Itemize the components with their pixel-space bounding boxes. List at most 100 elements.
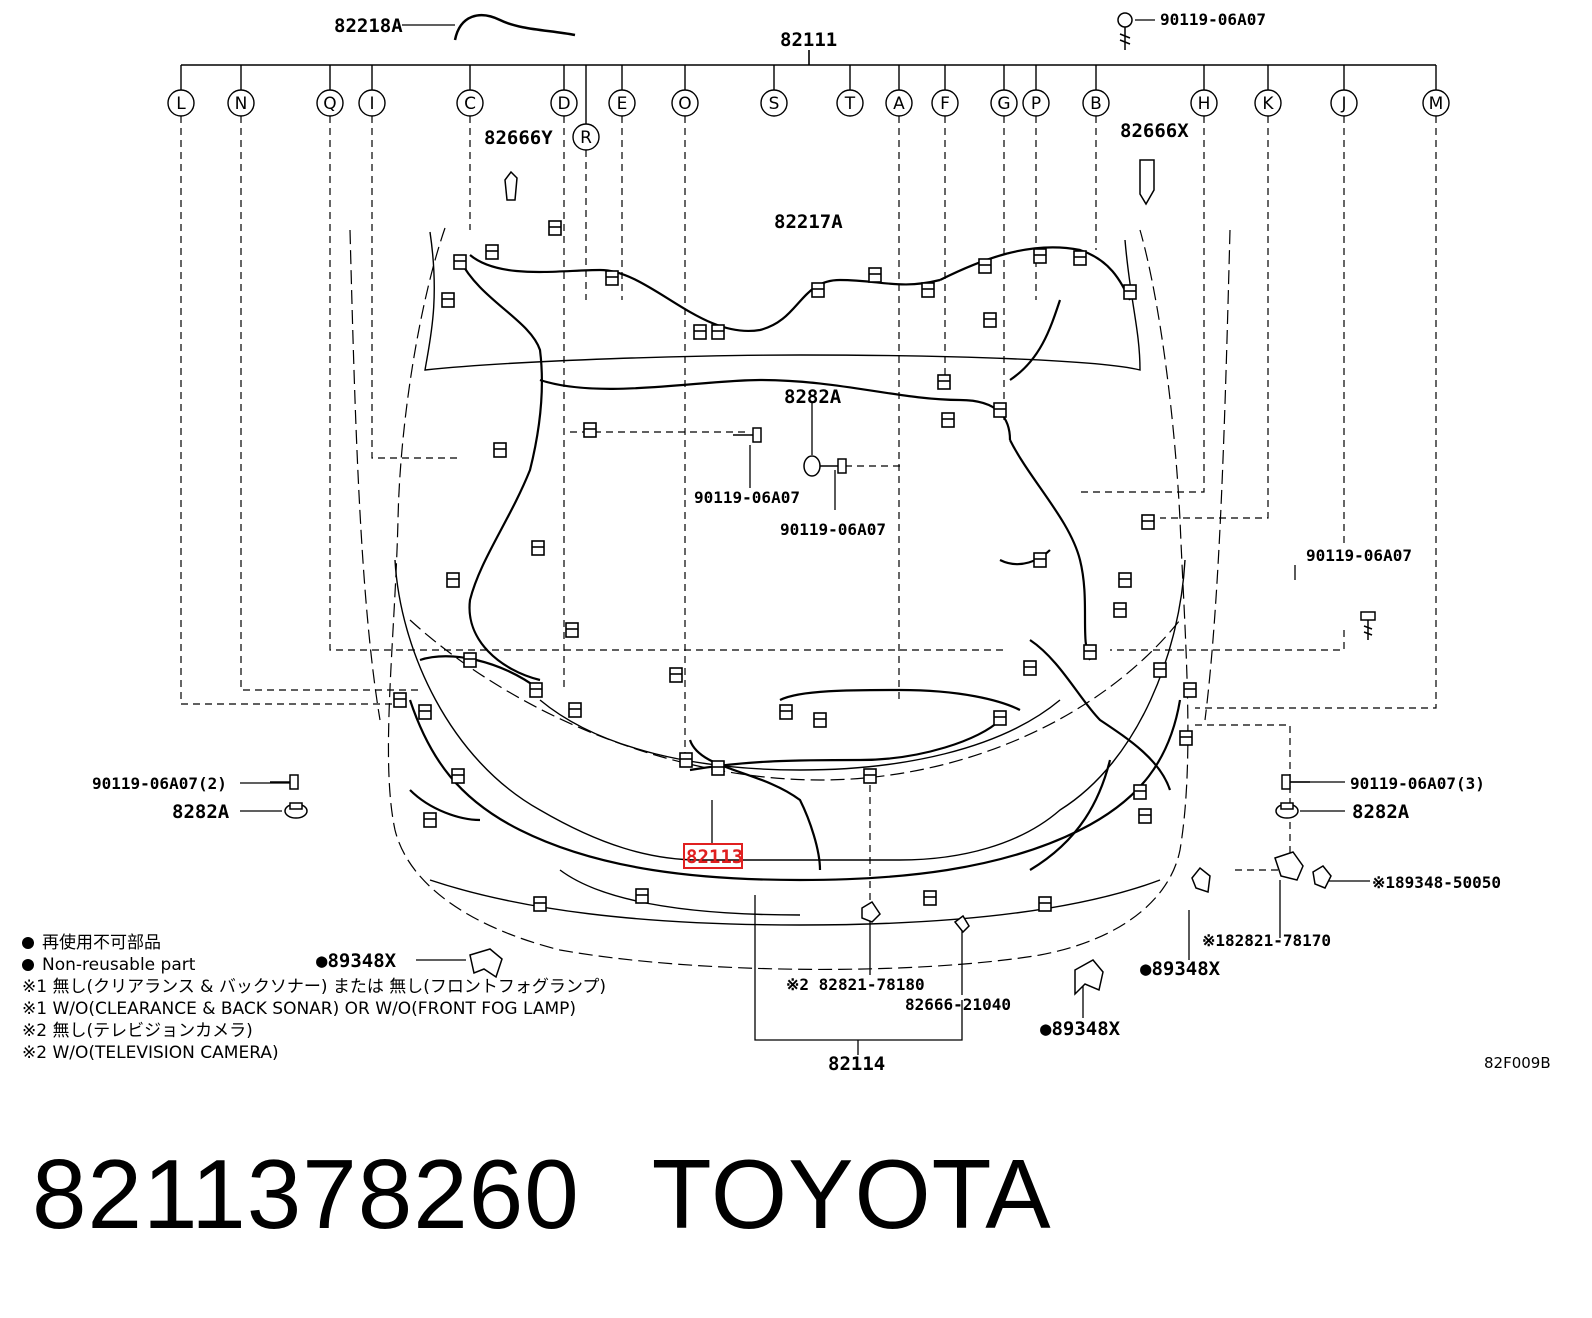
label-8282a-center: 8282A — [784, 386, 842, 408]
label-82113: 82113 — [686, 846, 743, 868]
label-82114: 82114 — [828, 1053, 885, 1075]
label-bolt-top-right: 90119-06A07 — [1160, 10, 1266, 29]
circle-label-o: O — [678, 94, 691, 114]
highlighted-part-82113: 82113 — [683, 843, 743, 869]
connector — [583, 422, 597, 438]
label-282821-78180: ※2 82821-78180 — [786, 975, 925, 994]
circle-label-h: H — [1198, 94, 1211, 114]
label-182821-78170: ※182821-78170 — [1202, 931, 1331, 950]
connector — [1113, 602, 1127, 618]
connector — [529, 682, 543, 698]
circle-label-r: R — [580, 128, 592, 148]
top-bracket — [181, 50, 1436, 66]
label-82217a: 82217A — [774, 211, 843, 233]
circle-label-m: M — [1429, 94, 1444, 114]
circle-label-a: A — [893, 94, 905, 114]
circle-label-e: E — [617, 94, 628, 114]
connector — [533, 896, 547, 912]
circle-label-i: I — [369, 94, 374, 114]
connector — [605, 270, 619, 286]
connector — [1118, 572, 1132, 588]
connector — [1038, 896, 1052, 912]
label-89348x-right1: ●89348X — [1140, 958, 1221, 980]
connector — [868, 267, 882, 283]
legend-line-6: ※2 W/O(TELEVISION CAMERA) — [22, 1043, 279, 1063]
connector — [941, 412, 955, 428]
legend-line-5: ※2 無し(テレビジョンカメラ) — [22, 1021, 253, 1041]
circle-marker-s — [760, 89, 788, 117]
circle-label-b: B — [1090, 94, 1102, 114]
connector — [779, 704, 793, 720]
circle-label-s: S — [769, 94, 780, 114]
harness-wires — [408, 246, 1182, 882]
label-bolt-center-2: 90119-06A07 — [780, 520, 886, 539]
label-89348x-left: ●89348X — [316, 950, 397, 972]
circle-label-f: F — [940, 94, 950, 114]
circle-label-k: K — [1262, 94, 1274, 114]
circle-label-n: N — [235, 94, 248, 114]
connector — [423, 812, 437, 828]
label-82111: 82111 — [780, 29, 837, 51]
connector — [1023, 660, 1037, 676]
bracket-icon — [469, 159, 1332, 996]
circle-label-p: P — [1031, 94, 1041, 114]
connector — [463, 652, 477, 668]
label-bolt-right-3: 90119-06A07(3) — [1350, 774, 1485, 793]
vehicle-body-outline — [349, 227, 1231, 971]
label-bolt-right: 90119-06A07 — [1306, 546, 1412, 565]
connector — [711, 760, 725, 776]
label-bolt-left-2: 90119-06A07(2) — [92, 774, 227, 793]
legend-line-1: 再使用不可部品 — [22, 932, 606, 954]
connector — [565, 622, 579, 638]
connector — [813, 712, 827, 728]
connector — [1083, 644, 1097, 660]
connector — [1123, 284, 1137, 300]
connector — [1138, 808, 1152, 824]
connector — [1183, 682, 1197, 698]
label-89348x-right2: ●89348X — [1040, 1018, 1121, 1040]
circle-label-c: C — [464, 94, 476, 114]
legend-line-3: ※1 無し(クリアランス & バックソナー) または 無し(フロントフォグランプ… — [22, 977, 607, 997]
connector — [418, 704, 432, 720]
connector — [493, 442, 507, 458]
circle-label-t: T — [844, 94, 856, 114]
connector — [811, 282, 825, 298]
legend-line-4: ※1 W/O(CLEARANCE & BACK SONAR) OR W/O(FR… — [22, 999, 577, 1019]
label-82666x: 82666X — [1120, 120, 1189, 142]
connector — [441, 292, 455, 308]
label-clip-right: 8282A — [1352, 801, 1410, 823]
label-189348-50050: ※189348-50050 — [1372, 873, 1501, 892]
connector — [921, 282, 935, 298]
label-82666-21040: 82666-21040 — [905, 995, 1011, 1014]
vehicle-body-lines — [394, 231, 1186, 926]
connector — [993, 402, 1007, 418]
circle-label-j: J — [1340, 94, 1346, 114]
connector — [451, 768, 465, 784]
connector — [923, 890, 937, 906]
connector — [1033, 248, 1047, 264]
figure-code: 82F009B — [1484, 1054, 1551, 1072]
connector — [453, 254, 467, 270]
caption-part-number: 8211378260 — [32, 1139, 580, 1249]
connector — [937, 374, 951, 390]
circle-label-d: D — [557, 94, 570, 114]
connector — [548, 220, 562, 236]
connector — [485, 244, 499, 260]
connector — [1073, 250, 1087, 266]
clip-icon — [284, 455, 1299, 819]
label-bolt-center-1: 90119-06A07 — [694, 488, 800, 507]
connector — [863, 768, 877, 784]
legend: 再使用不可部品 Non-reusable part ※1 無し(クリアランス &… — [22, 932, 606, 1064]
connector — [993, 710, 1007, 726]
connector — [711, 324, 725, 340]
connector — [568, 702, 582, 718]
part-labels: 82218A 82111 90119-06A07 82666Y 82666X 8… — [92, 10, 1501, 1075]
connector — [531, 540, 545, 556]
bolt-icon — [270, 12, 1376, 790]
label-clip-left: 8282A — [172, 801, 230, 823]
label-82218a: 82218A — [334, 15, 403, 37]
circle-label-g: G — [997, 94, 1010, 114]
connector — [669, 667, 683, 683]
connector — [1153, 662, 1167, 678]
